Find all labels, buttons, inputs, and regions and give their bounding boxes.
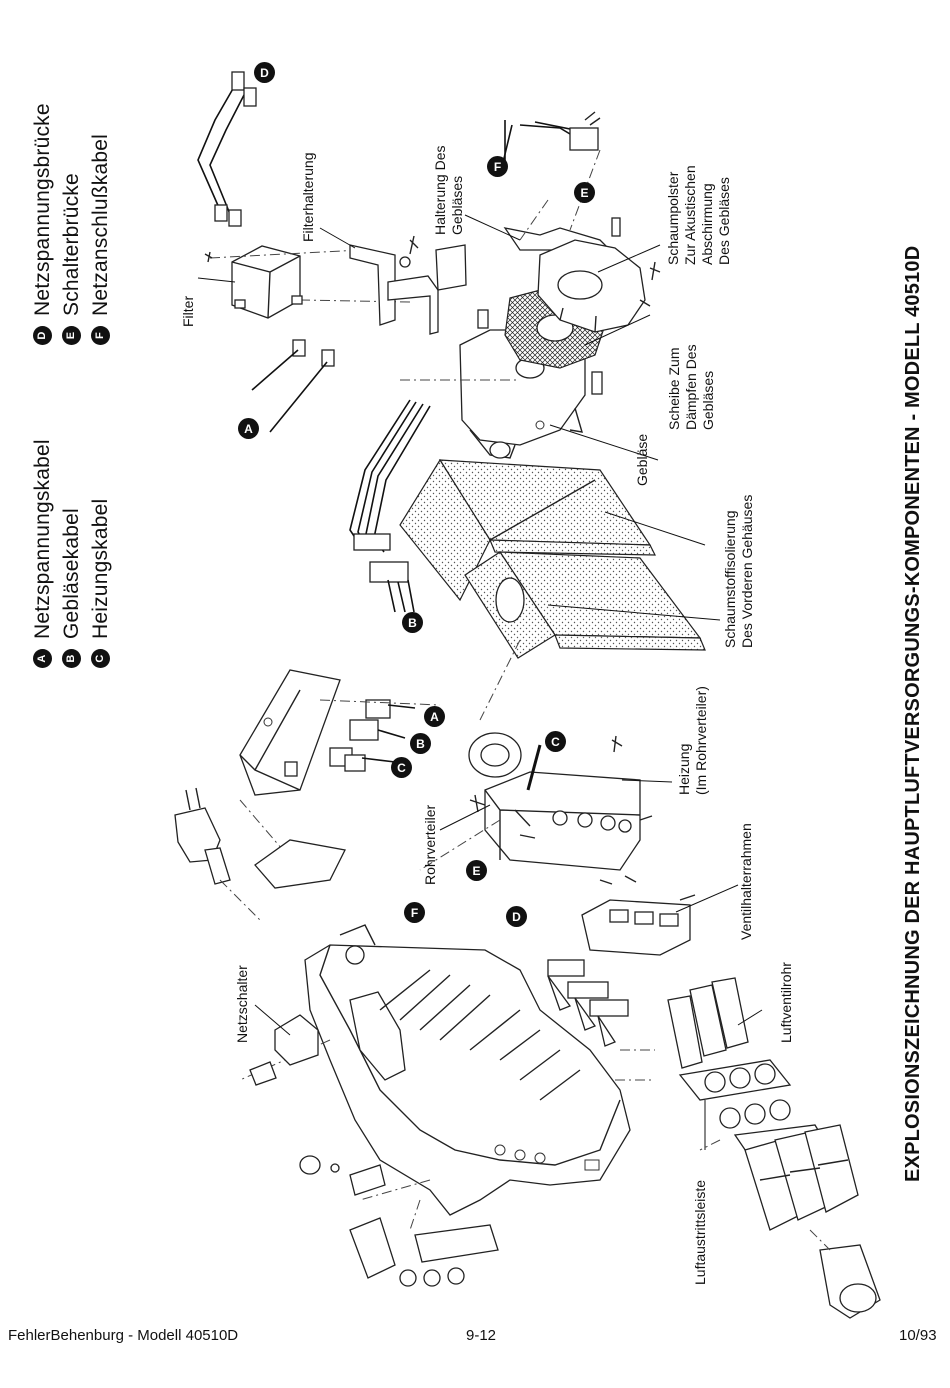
legend-left: A Netzspannungskabel B Gebläsekabel C He… — [28, 439, 115, 668]
valve-assembly — [547, 875, 763, 1081]
legend-label-f: Netzanschlußkabel — [89, 134, 112, 316]
legend-item-d: D Netzspannungsbrücke — [28, 103, 57, 345]
callout-geblaese: Gebläse — [634, 433, 650, 486]
callout-filter: Filter — [180, 295, 196, 327]
filter-assembly — [197, 71, 411, 433]
callout-schaumpolster: Schaumpolster Zur Akustischen Abschirmun… — [665, 165, 732, 265]
power-switch — [249, 1004, 319, 1086]
marker-d-icon: D — [33, 326, 52, 345]
callout-luftventilrohr: Luftventilrohr — [778, 962, 794, 1043]
callout-ventilhalterrahmen: Ventilhalterrahmen — [738, 823, 754, 940]
legend-item-f: F Netzanschlußkabel — [86, 103, 115, 345]
marker-e-icon: E — [574, 182, 595, 203]
legend-item-a: A Netzspannungskabel — [28, 439, 57, 668]
legend-item-c: C Heizungskabel — [86, 439, 115, 668]
power-plug — [174, 787, 346, 921]
callout-netzschalter: Netzschalter — [234, 965, 250, 1043]
legend-item-e: E Schalterbrücke — [57, 103, 86, 345]
callout-leaders — [197, 214, 739, 1150]
marker-c-icon: C — [391, 757, 412, 778]
air-outlet-strip — [678, 1059, 881, 1319]
page-title: EXPLOSIONSZEICHNUNG DER HAUPTLUFTVERSORG… — [902, 245, 924, 1182]
main-chassis — [239, 924, 631, 1216]
callout-halterung: Halterung Des Gebläses — [432, 145, 465, 236]
foam-insulation — [399, 458, 706, 721]
marker-c-icon: C — [545, 731, 566, 752]
marker-f-icon: F — [487, 156, 508, 177]
legend-right: D Netzspannungsbrücke E Schalterbrücke F… — [28, 103, 115, 345]
marker-a-icon: A — [238, 418, 259, 439]
manifold-heater — [419, 732, 653, 871]
marker-b-icon: B — [410, 733, 431, 754]
legend-label-b: Gebläsekabel — [60, 508, 83, 639]
callout-rohrverteiler: Rohrverteiler — [422, 804, 438, 885]
legend-label-e: Schalterbrücke — [60, 173, 83, 316]
marker-c-icon: C — [91, 649, 110, 668]
marker-f-icon: F — [404, 902, 425, 923]
callout-filterhalterung: Filterhalterung — [300, 152, 316, 243]
callout-scheibe: Scheibe Zum Dämpfen Des Gebläses — [666, 344, 716, 430]
blower-cable-bundle — [349, 399, 431, 613]
legend-label-c: Heizungskabel — [89, 498, 112, 639]
marker-d-icon: D — [506, 906, 527, 927]
marker-b-icon: B — [62, 649, 81, 668]
page-number: 9-12 — [466, 1327, 497, 1344]
marker-a-icon: A — [424, 706, 445, 727]
legend-label-d: Netzspannungsbrücke — [31, 103, 54, 316]
marker-f-icon: F — [91, 326, 110, 345]
footer-date: 10/93 — [899, 1327, 937, 1344]
callout-luftaustrittsleiste: Luftaustrittsleiste — [692, 1179, 708, 1285]
legend-label-a: Netzspannungskabel — [31, 439, 54, 639]
marker-e-icon: E — [62, 326, 81, 345]
marker-d-icon: D — [254, 62, 275, 83]
footer-left: FehlerBehenburg - Modell 40510D — [8, 1327, 239, 1344]
callout-heizung: Heizung (Im Rohrverteiler) — [676, 686, 709, 795]
power-board — [239, 669, 441, 871]
marker-e-icon: E — [466, 860, 487, 881]
lower-left-parts — [299, 1155, 499, 1287]
legend-item-b: B Gebläsekabel — [57, 439, 86, 668]
callout-schaumstoff: Schaumstoffisolierung Des Vorderen Gehäu… — [722, 494, 755, 648]
marker-a-icon: A — [33, 649, 52, 668]
blower-assembly — [400, 217, 661, 459]
marker-b-icon: B — [402, 612, 423, 633]
